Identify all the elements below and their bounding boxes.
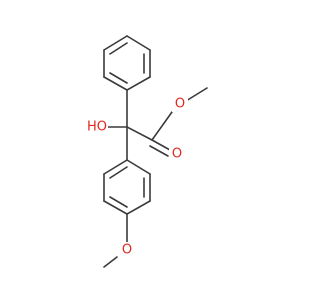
atom-labels: HO O O O bbox=[86, 96, 188, 258]
atom-ester-oxygen-label: O bbox=[175, 97, 185, 112]
atom-carbonyl-oxygen: O bbox=[169, 146, 185, 162]
atom-ester-oxygen: O bbox=[172, 96, 188, 112]
atom-carbonyl-oxygen-label: O bbox=[172, 147, 182, 162]
bond-double bbox=[109, 42, 128, 55]
atom-ether-oxygen-label: O bbox=[122, 243, 132, 258]
bond bbox=[103, 200, 128, 215]
bond-double bbox=[109, 196, 128, 208]
bond-double bbox=[151, 139, 171, 151]
bond bbox=[126, 126, 153, 141]
bond bbox=[103, 159, 128, 175]
bond bbox=[103, 76, 128, 91]
atom-ho: HO bbox=[86, 119, 108, 135]
bond bbox=[126, 200, 151, 215]
bond bbox=[126, 35, 151, 51]
bond bbox=[126, 159, 151, 175]
bond bbox=[103, 35, 128, 51]
bond-double bbox=[109, 166, 128, 179]
bond-double bbox=[109, 72, 128, 84]
atom-ho-label: HO bbox=[87, 120, 107, 135]
bond bbox=[126, 76, 151, 91]
molecule-structure: HO O O O bbox=[86, 35, 208, 268]
bond-double bbox=[149, 145, 169, 157]
bond bbox=[151, 111, 173, 141]
bond bbox=[103, 256, 118, 268]
bond bbox=[185, 87, 208, 102]
bonds bbox=[103, 35, 208, 268]
atom-ether-oxygen: O bbox=[119, 242, 135, 258]
